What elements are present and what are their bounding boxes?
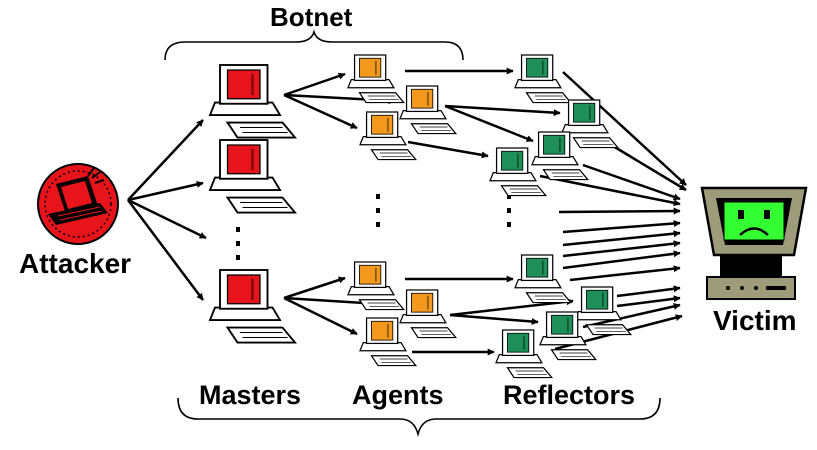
agent-computer-1 <box>347 54 405 104</box>
master-computer-3 <box>208 268 297 344</box>
attack-arrows <box>127 67 687 356</box>
master-computer-2 <box>208 138 297 214</box>
masters-label: Masters <box>199 380 302 410</box>
reflector-computer-5 <box>514 254 572 304</box>
victim-label: Victim <box>713 305 797 336</box>
attacker-label: Attacker <box>19 248 132 279</box>
agent-computer-2 <box>399 85 457 135</box>
reflector-computer-1 <box>514 54 572 104</box>
master-computer-1 <box>208 63 297 139</box>
reflectors-label: Reflectors <box>503 380 636 410</box>
attacker-icon <box>37 163 119 245</box>
victim-icon <box>700 186 808 300</box>
agents-label: Agents <box>352 380 444 410</box>
agent-computer-6 <box>359 317 417 367</box>
botnet-brace <box>164 29 464 61</box>
reflector-computer-4 <box>489 147 547 197</box>
bottom-brace <box>177 397 661 438</box>
reflector-computer-2 <box>561 99 619 149</box>
ellipsis-dots <box>236 194 511 260</box>
agent-computer-5 <box>399 289 457 339</box>
botnet-label: Botnet <box>270 2 353 32</box>
